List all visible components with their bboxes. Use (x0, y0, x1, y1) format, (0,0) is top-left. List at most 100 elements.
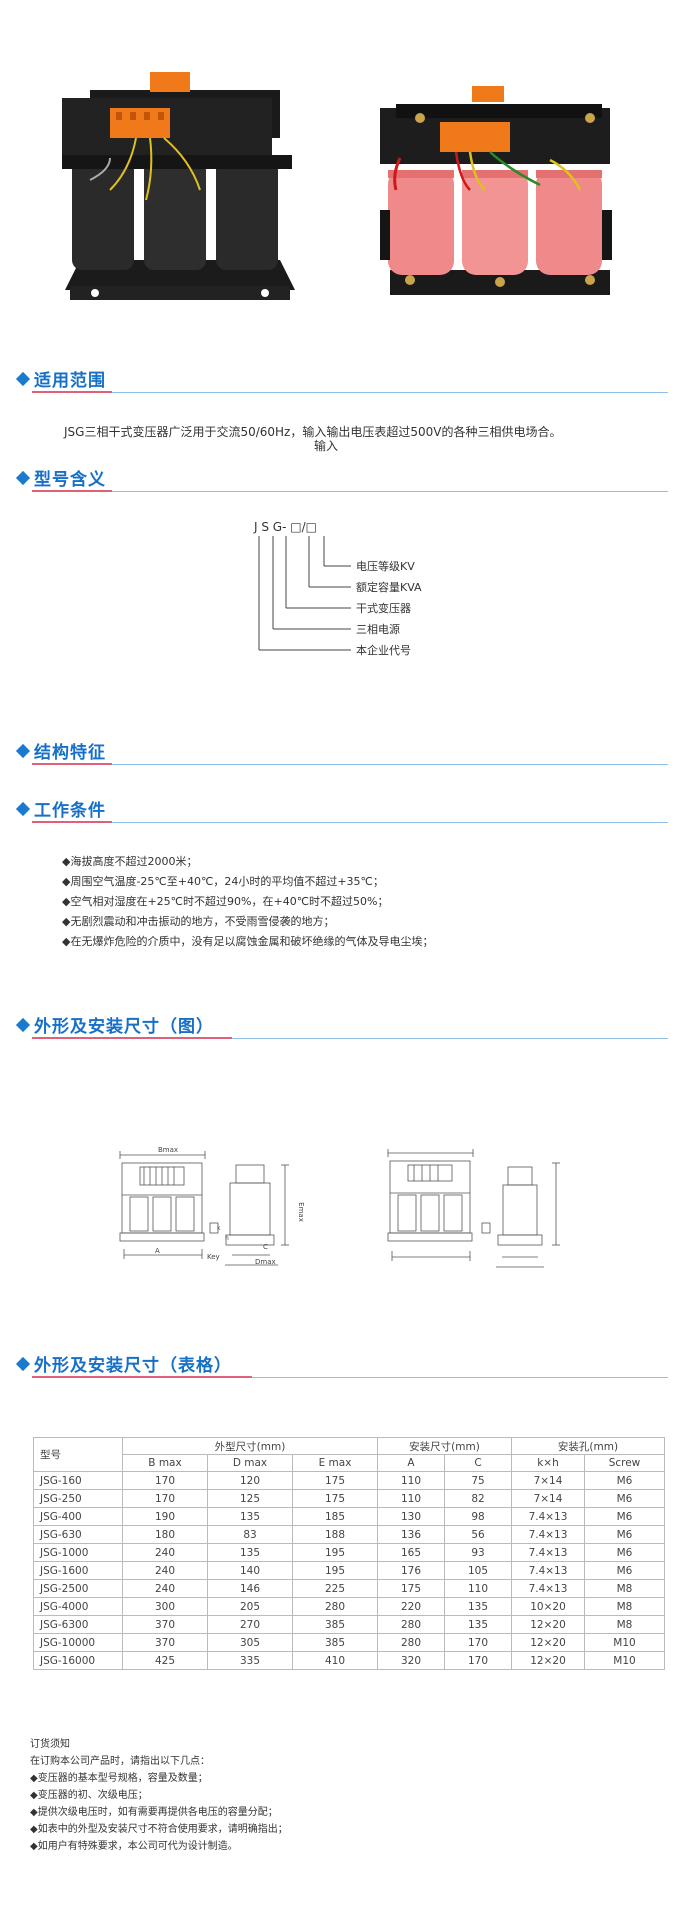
cell: 170 (122, 1471, 208, 1490)
cell: M6 (584, 1471, 665, 1490)
cell: 335 (207, 1651, 293, 1670)
model-cell: JSG-250 (33, 1489, 123, 1508)
model-code-item: 电压等级KV (356, 560, 415, 573)
application-text-line1: JSG三相干式变压器广泛用于交流50/60Hz，输入输出电压表超过500V的各种… (64, 425, 562, 439)
cell: 7.4×13 (511, 1543, 585, 1562)
order-notes: 订货须知 在订购本公司产品时，请指出以下几点： ◆变压器的基本型号规格，容量及数… (30, 1736, 288, 1855)
header-holes: 安装孔(mm) (511, 1437, 665, 1455)
diamond-bullet-icon (15, 470, 31, 486)
cell: 7.4×13 (511, 1507, 585, 1526)
cell: M6 (584, 1525, 665, 1544)
condition-item: ◆无剧烈震动和冲击振动的地方，不受雨雪侵袭的地方； (62, 915, 335, 928)
section-conditions: 工作条件 (15, 796, 668, 826)
model-code-item: 额定容量KVA (356, 581, 422, 594)
cell: 140 (207, 1561, 293, 1580)
cell: 240 (122, 1543, 208, 1562)
dimensions-table: 型号 外型尺寸(mm) 安装尺寸(mm) 安装孔(mm) B max D max… (33, 1437, 665, 1670)
cell: 370 (122, 1615, 208, 1634)
cell: 120 (207, 1471, 293, 1490)
model-cell: JSG-400 (33, 1507, 123, 1526)
cell: 270 (207, 1615, 293, 1634)
cell: M8 (584, 1579, 665, 1598)
header-bmax: B max (122, 1454, 208, 1472)
cell: 146 (207, 1579, 293, 1598)
header-emax: E max (292, 1454, 378, 1472)
section-application: 适用范围 (15, 366, 668, 396)
cell: 175 (377, 1579, 445, 1598)
cell: 220 (377, 1597, 445, 1616)
section-title: 外形及安装尺寸（表格） (34, 1356, 232, 1376)
model-code-item: 本企业代号 (356, 644, 411, 657)
cell: 195 (292, 1543, 378, 1562)
header-install: 安装尺寸(mm) (377, 1437, 512, 1455)
cell: 300 (122, 1597, 208, 1616)
cell: 135 (444, 1597, 512, 1616)
cell: 410 (292, 1651, 378, 1670)
cell: 75 (444, 1471, 512, 1490)
section-title: 外形及安装尺寸（图） (34, 1017, 214, 1037)
model-cell: JSG-1000 (33, 1543, 123, 1562)
model-cell: JSG-16000 (33, 1651, 123, 1670)
model-cell: JSG-4000 (33, 1597, 123, 1616)
table-header-row: 型号 外型尺寸(mm) 安装尺寸(mm) 安装孔(mm) (33, 1437, 665, 1472)
label-emax: Emax (296, 1202, 305, 1222)
cell: 12×20 (511, 1651, 585, 1670)
cell: 125 (207, 1489, 293, 1508)
label-k: k (217, 1225, 221, 1232)
diamond-bullet-icon (15, 1356, 31, 1372)
cell: 180 (122, 1525, 208, 1544)
cell: 240 (122, 1579, 208, 1598)
cell: 205 (207, 1597, 293, 1616)
cell: M8 (584, 1615, 665, 1634)
cell: 56 (444, 1525, 512, 1544)
notes-item: ◆如表中的外型及安装尺寸不符合使用要求，请明确指出； (30, 1824, 288, 1835)
cell: 7.4×13 (511, 1525, 585, 1544)
condition-item: ◆在无爆炸危险的介质中，没有足以腐蚀金属和破坏绝缘的气体及导电尘埃； (62, 935, 434, 948)
section-title: 型号含义 (34, 470, 106, 490)
condition-item: ◆海拔高度不超过2000米； (62, 855, 198, 868)
cell: 188 (292, 1525, 378, 1544)
notes-item: ◆提供次级电压时，如有需要再提供各电压的容量分配； (30, 1807, 278, 1818)
header-kxh: k×h (511, 1454, 585, 1472)
label-c: C (263, 1243, 268, 1251)
header-model: 型号 (33, 1437, 123, 1472)
cell: 225 (292, 1579, 378, 1598)
cell: 136 (377, 1525, 445, 1544)
model-code-item: 干式变压器 (356, 602, 411, 615)
model-code: J S G- □/□ (254, 520, 317, 534)
notes-item: 在订购本公司产品时，请指出以下几点： (30, 1756, 210, 1767)
cell: 105 (444, 1561, 512, 1580)
cell: 98 (444, 1507, 512, 1526)
cell: 82 (444, 1489, 512, 1508)
cell: 280 (292, 1597, 378, 1616)
cell: 165 (377, 1543, 445, 1562)
dimension-drawing-side (387, 1149, 560, 1268)
label-a: A (155, 1247, 160, 1255)
cell: 385 (292, 1615, 378, 1634)
header-outline: 外型尺寸(mm) (122, 1437, 378, 1455)
cell: M6 (584, 1543, 665, 1562)
cell: 175 (292, 1489, 378, 1508)
cell: 93 (444, 1543, 512, 1562)
cell: M10 (584, 1633, 665, 1652)
label-key: Key (207, 1253, 220, 1261)
cell: 190 (122, 1507, 208, 1526)
cell: 110 (377, 1489, 445, 1508)
cell: 176 (377, 1561, 445, 1580)
table-subheader-row: B max D max E max A C k×h Screw (34, 1454, 665, 1472)
cell: 280 (377, 1615, 445, 1634)
model-cell: JSG-10000 (33, 1633, 123, 1652)
condition-item: ◆空气相对湿度在+25℃时不超过90%，在+40℃时不超过50%； (62, 895, 389, 908)
header-a: A (377, 1454, 445, 1472)
cell: 135 (444, 1615, 512, 1634)
notes-item: ◆变压器的初、次级电压； (30, 1790, 148, 1801)
